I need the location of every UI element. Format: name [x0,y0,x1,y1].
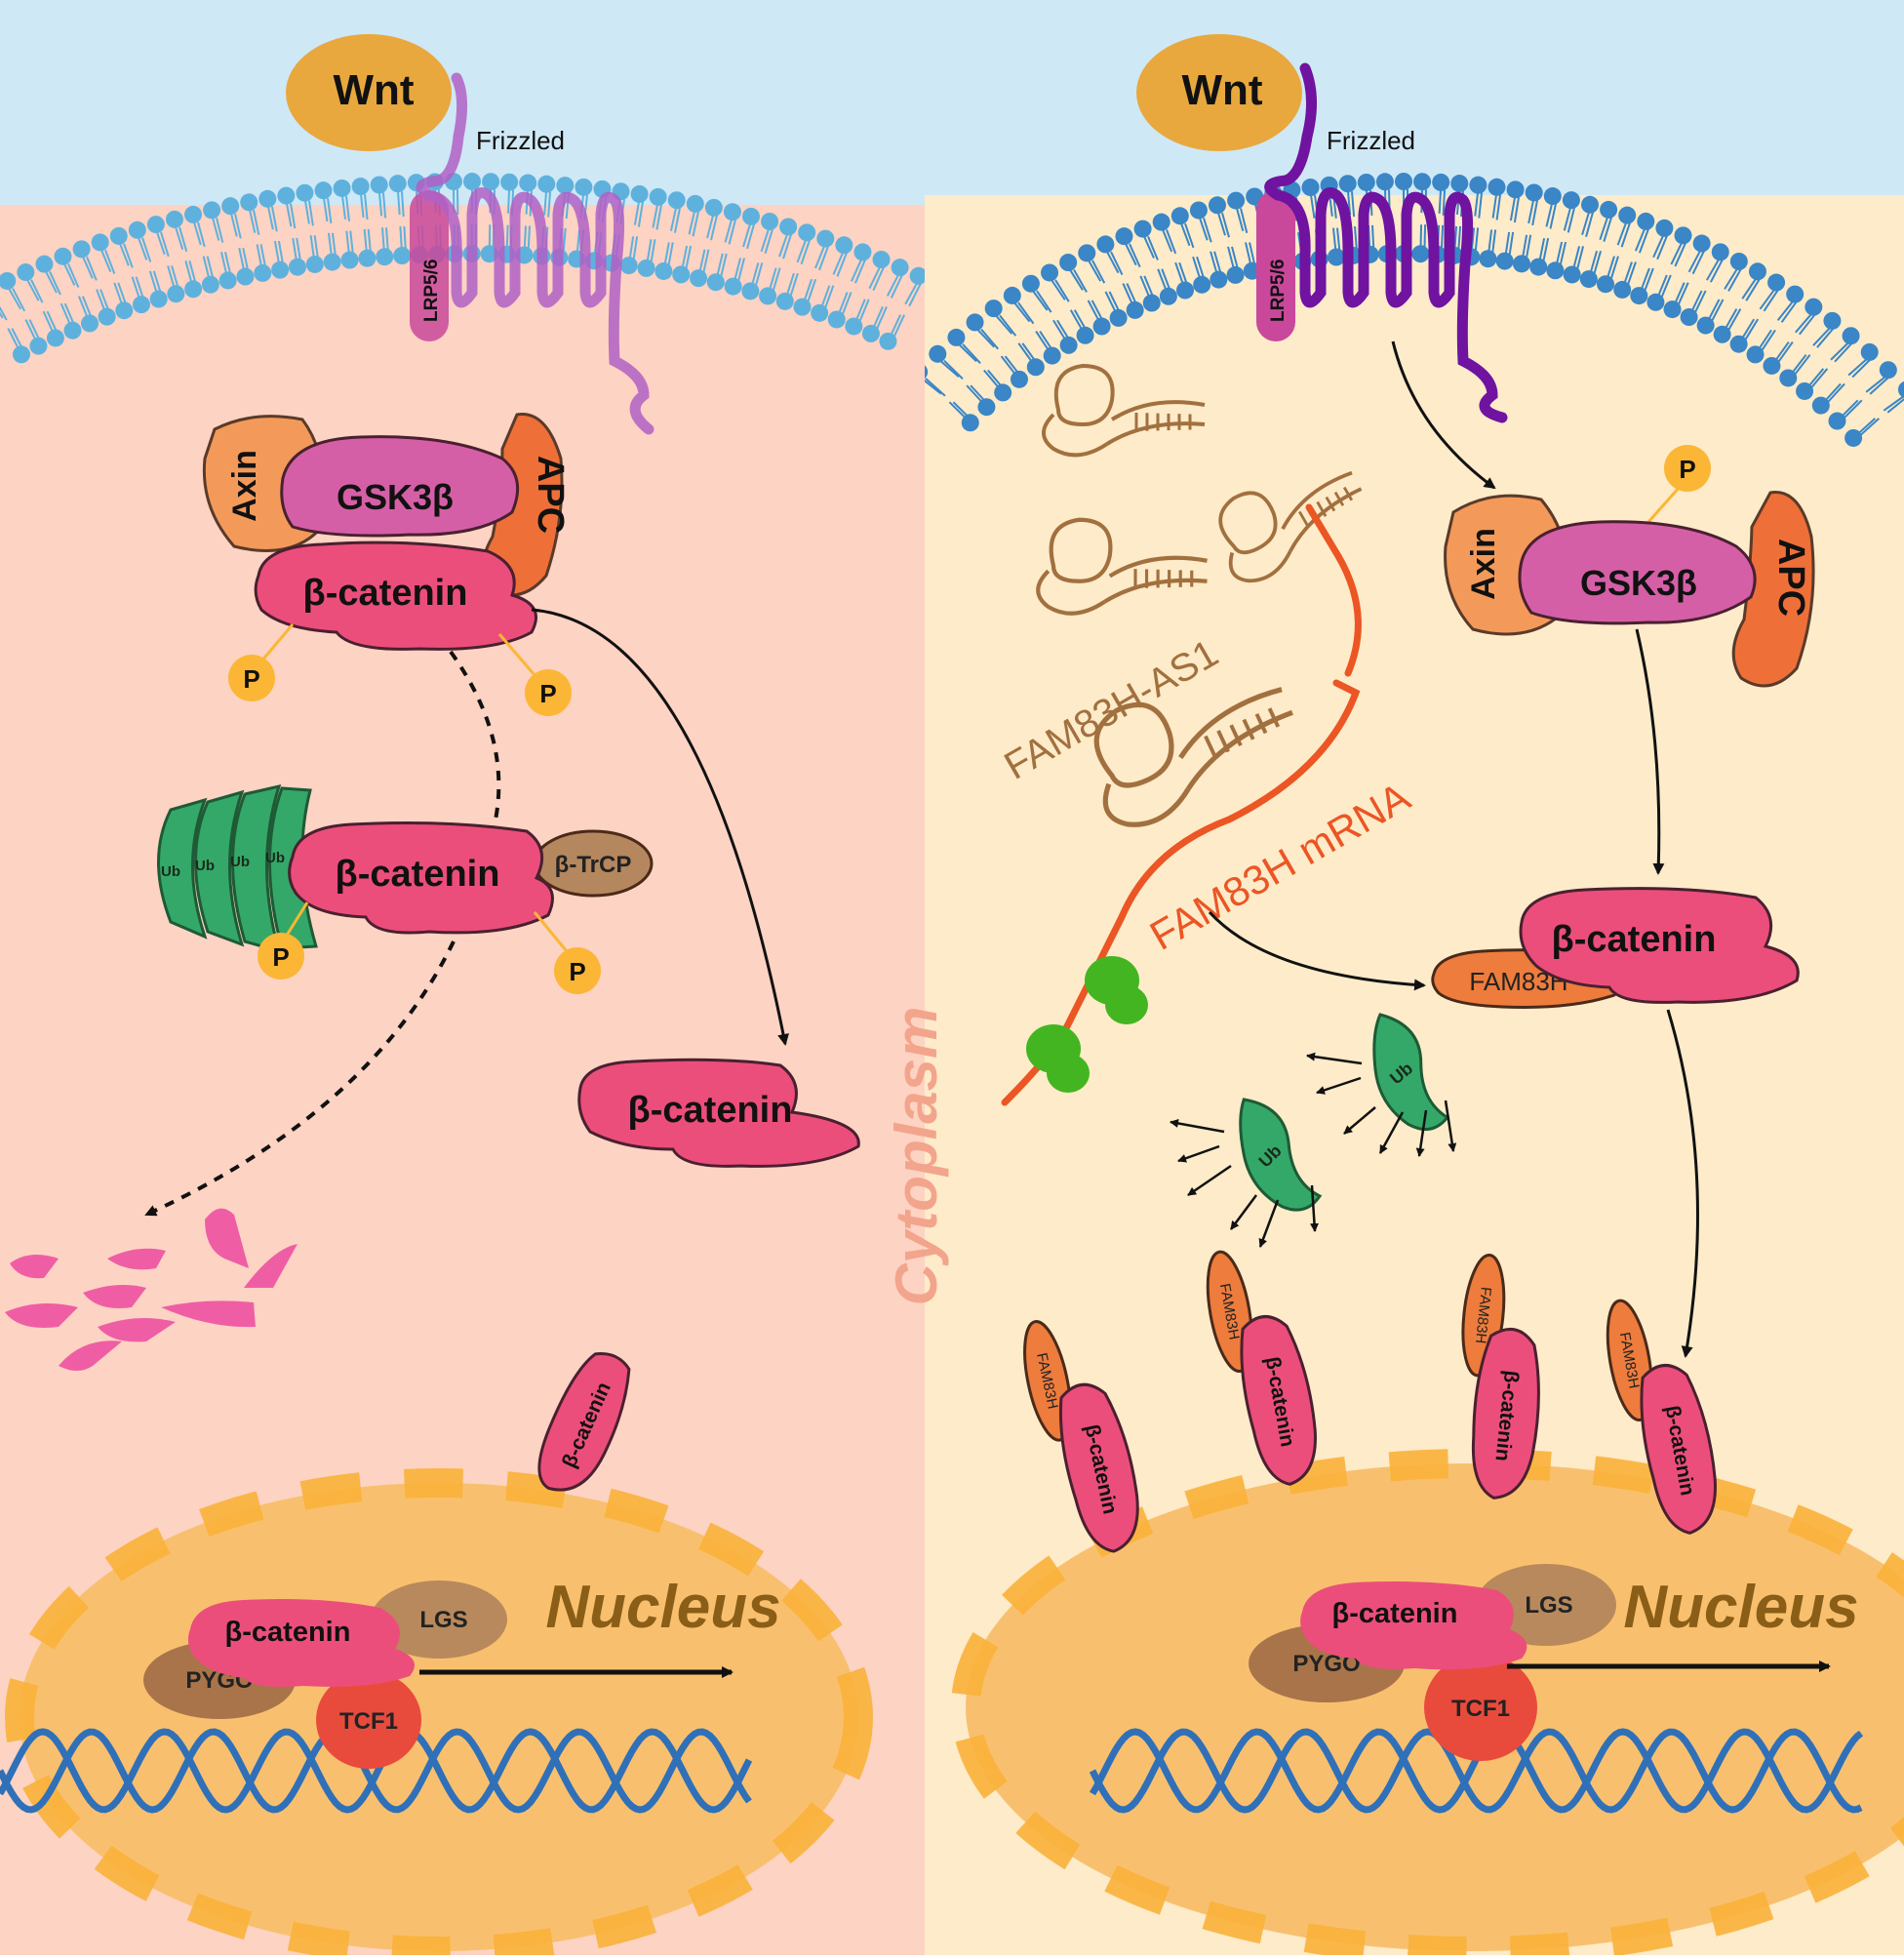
beta-catenin-stabilized-label: β-catenin [1552,919,1717,960]
apc-label-right: APC [1770,539,1811,617]
wnt-label-right: Wnt [1181,66,1262,114]
tcf1-label-right: TCF1 [1451,1696,1510,1722]
phosphate-label-right: P [1679,455,1695,484]
lgs-label-left: LGS [419,1607,467,1633]
ub-label-4: Ub [265,850,285,866]
phosphate-2-label-left: P [539,679,556,708]
wnt-label-left: Wnt [333,66,414,114]
axin-label-left: Axin [226,450,263,522]
ub-label-2: Ub [195,858,215,874]
lgs-label-right: LGS [1525,1592,1572,1619]
apc-label-left: APC [530,456,571,534]
phosphate-3-label-left: P [272,942,289,972]
phosphate-4-label-left: P [569,957,585,986]
gsk3b-label-right: GSK3β [1580,563,1697,603]
frizzled-label-right: Frizzled [1327,126,1415,155]
phosphate-1-label-left: P [243,664,259,694]
btrcp-label-left: β-TrCP [555,852,632,878]
beta-catenin-complex-label-left: β-catenin [303,573,468,614]
axin-label-right: Axin [1465,528,1502,600]
ub-label-1: Ub [161,863,180,880]
gsk3b-label-left: GSK3β [337,477,454,517]
extracellular-space [0,0,1904,205]
nucleus-label-left: Nucleus [545,1574,780,1641]
beta-catenin-nucleus-label-left: β-catenin [225,1617,351,1648]
beta-catenin-free-label-left: β-catenin [628,1090,793,1131]
nucleus-label-right: Nucleus [1623,1574,1858,1641]
left-nucleus [20,1483,858,1951]
ub-label-3: Ub [230,854,250,870]
cytoplasm-label: Cytoplasm [884,1007,949,1306]
beta-catenin-nucleus-label-right: β-catenin [1332,1598,1458,1629]
lrp-label-right: LRP5/6 [1268,260,1289,322]
lrp-label-left: LRP5/6 [421,260,442,322]
beta-catenin-ubiquitinated-label: β-catenin [336,854,500,895]
tcf1-label-left: TCF1 [339,1708,398,1735]
frizzled-label-left: Frizzled [476,126,565,155]
